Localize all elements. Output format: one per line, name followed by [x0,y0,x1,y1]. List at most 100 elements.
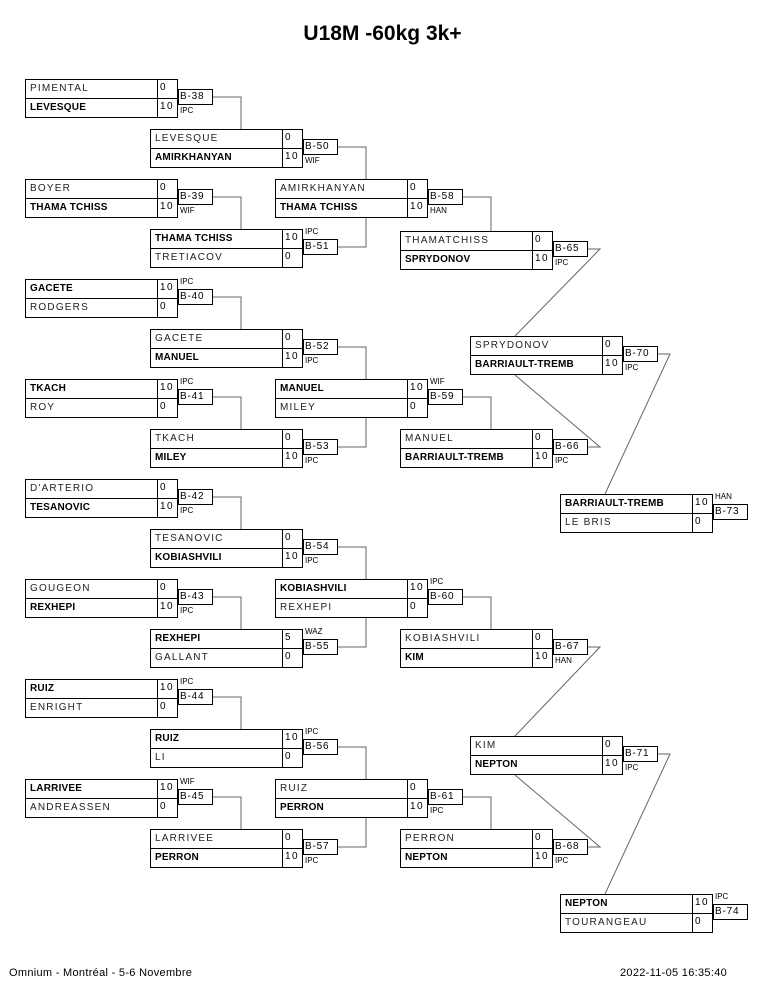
competitor-name: ROY [30,402,56,413]
match-number[interactable]: B-74 [713,904,748,920]
match-number[interactable]: B-70 [623,346,658,362]
match-number[interactable]: B-43 [178,589,213,605]
match-number[interactable]: B-55 [303,639,338,655]
match-number[interactable]: B-54 [303,539,338,555]
match-number[interactable]: B-50 [303,139,338,155]
match-number[interactable]: B-60 [428,589,463,605]
competitor-name: BARRIAULT-TREMB [405,452,504,463]
match-number[interactable]: B-51 [303,239,338,255]
match-number[interactable]: B-38 [178,89,213,105]
match-number[interactable]: B-56 [303,739,338,755]
match-number[interactable]: B-44 [178,689,213,705]
match-number[interactable]: B-66 [553,439,588,455]
competitor-score: 0 [282,129,302,149]
match-number[interactable]: B-58 [428,189,463,205]
match-number[interactable]: B-41 [178,389,213,405]
match-number[interactable]: B-40 [178,289,213,305]
match-number[interactable]: B-39 [178,189,213,205]
competitor-score: 10 [407,198,427,218]
match-number[interactable]: B-65 [553,241,588,257]
match-number[interactable]: B-59 [428,389,463,405]
match-number[interactable]: B-42 [178,489,213,505]
competitor-score: 0 [532,829,552,849]
competitor-name: TKACH [155,433,195,444]
connector-diagonal [514,248,602,337]
competitor-score: 10 [282,229,302,249]
match-number[interactable]: B-52 [303,339,338,355]
competitor-score: 0 [282,829,302,849]
match-number[interactable]: B-71 [623,746,658,762]
competitor-name: TESANOVIC [155,533,224,544]
match-number[interactable]: B-68 [553,839,588,855]
match-number[interactable]: B-53 [303,439,338,455]
competitor-name: LARRIVEE [30,783,83,794]
competitor-name: TOURANGEAU [565,917,648,928]
match-number[interactable]: B-57 [303,839,338,855]
match-number[interactable]: B-61 [428,789,463,805]
match-number[interactable]: B-45 [178,789,213,805]
competitor-score: 0 [157,479,177,499]
match-number[interactable]: B-67 [553,639,588,655]
match-number[interactable]: B-73 [713,504,748,520]
